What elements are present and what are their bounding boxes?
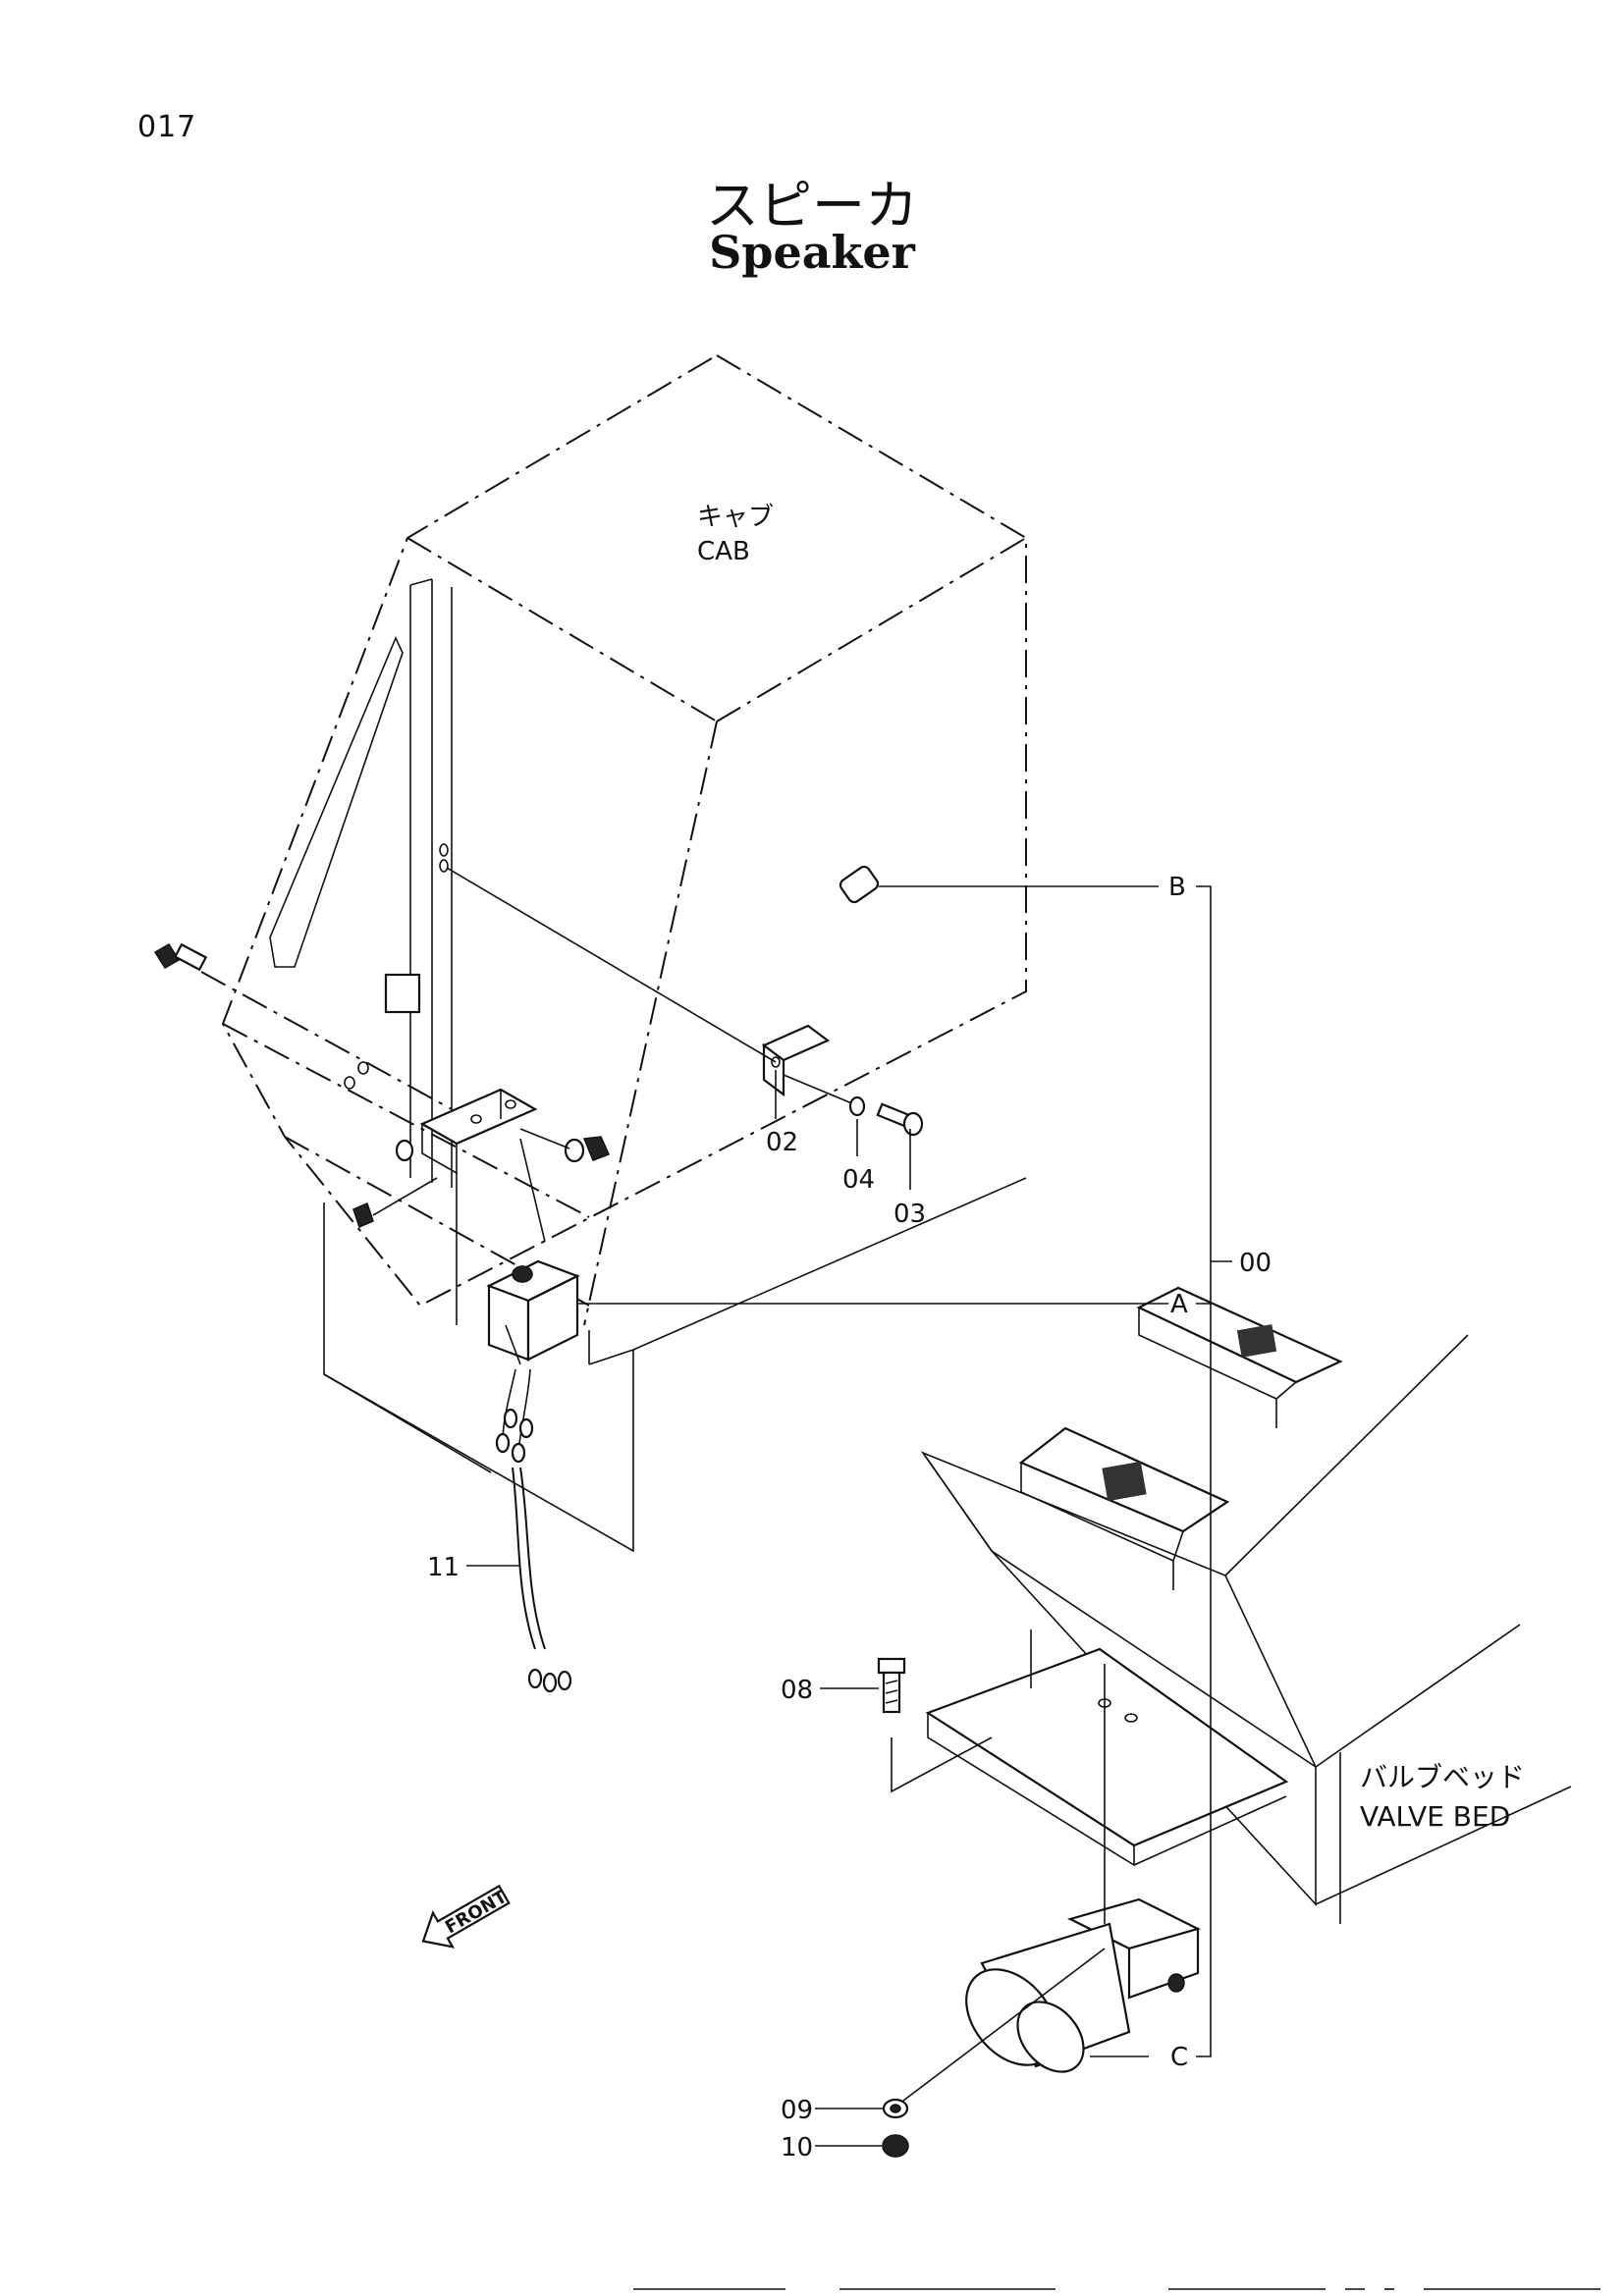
callout-00: 00 [1239,1249,1272,1278]
page-number: 017 [137,110,197,144]
valve-bed-bolt [877,1657,993,1793]
valve-bed-label-japanese: バルブベッド [1360,1761,1525,1793]
callout-10: 10 [781,2133,813,2163]
page-title: Speaker [709,226,915,279]
callout-04: 04 [842,1165,875,1195]
cab-label-japanese: キャブ [697,503,774,532]
bracket-fasteners [352,1128,611,1243]
callout-03: 03 [893,1200,926,1229]
microphone-fasteners [446,867,924,1137]
reference-b: B [1168,873,1186,902]
nut [882,2134,909,2158]
amplifier-bracket [419,1088,538,1325]
valve-bed-outline [920,1286,1572,1924]
washer [882,1948,1106,2119]
page-title-japanese: スピーカ [706,175,918,237]
leader-lines [466,885,1232,2147]
wire-harness [495,1368,572,1693]
cab-bolt [153,942,453,1110]
callout-02: 02 [766,1128,798,1157]
reference-a: A [1170,1290,1188,1319]
callout-09: 09 [781,2096,813,2125]
callout-11: 11 [427,1553,460,1582]
front-arrow: FRONT [421,1884,512,1949]
callout-08: 08 [781,1676,813,1705]
cab-label: CAB [697,537,750,566]
microphone [761,865,880,1097]
reference-c: C [1170,2043,1188,2072]
speaker-amplifier [486,1259,580,1365]
valve-bed-label: VALVE BED [1360,1800,1510,1833]
horn-speaker [965,1664,1202,2073]
cab-outline [221,353,1027,1553]
